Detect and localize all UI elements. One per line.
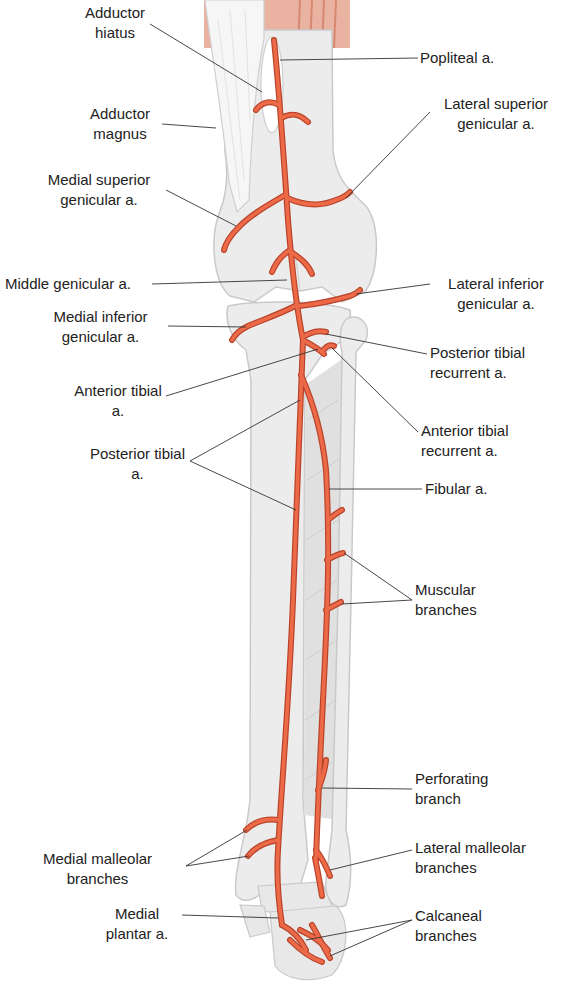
part-label: Posterior tibial a. [85,444,190,484]
part-label: Anterior tibial a. [68,381,168,421]
part-label: Medial superior genicular a. [33,170,165,210]
part-label: Lateral superior genicular a. [432,94,560,134]
part-label: Medial malleolar branches [10,849,185,889]
part-label: Middle genicular a. [5,274,205,294]
part-label: Lateral inferior genicular a. [432,274,560,314]
part-label: Popliteal a. [420,48,560,68]
part-label: Anterior tibial recurrent a. [421,421,559,461]
part-label: Posterior tibial recurrent a. [430,343,560,383]
part-label: Adductor hiatus [75,3,155,43]
part-label: Medial inferior genicular a. [33,307,168,347]
part-label: Adductor magnus [75,104,165,144]
leader-lines [150,24,430,956]
part-label: Calcaneal branches [415,906,510,946]
part-label: Fibular a. [425,479,555,499]
part-label: Perforating branch [415,769,515,809]
part-label: Lateral malleolar branches [415,838,555,878]
part-label: Muscular branches [415,580,510,620]
part-label: Medial plantar a. [92,904,182,944]
